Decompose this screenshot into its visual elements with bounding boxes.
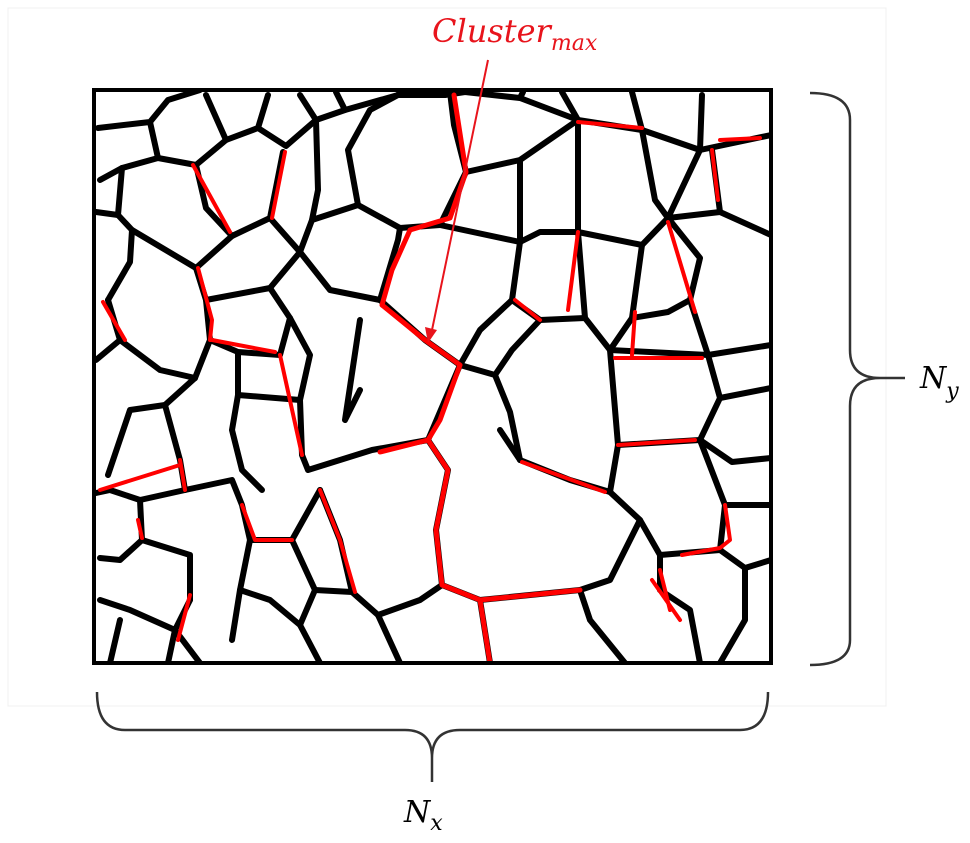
cluster-pointer-arrowhead <box>425 327 437 343</box>
cluster-segments <box>98 120 762 642</box>
cluster-pointer-arrow <box>431 59 489 331</box>
max-cluster-path <box>377 92 583 663</box>
ny-label: Ny <box>919 361 959 404</box>
sample-frame <box>92 88 773 665</box>
nx-label: Nx <box>403 795 443 836</box>
cluster-max-label: Clustermax <box>432 12 598 56</box>
grain-microstructure <box>92 88 773 665</box>
figure-panel-border <box>7 7 887 707</box>
